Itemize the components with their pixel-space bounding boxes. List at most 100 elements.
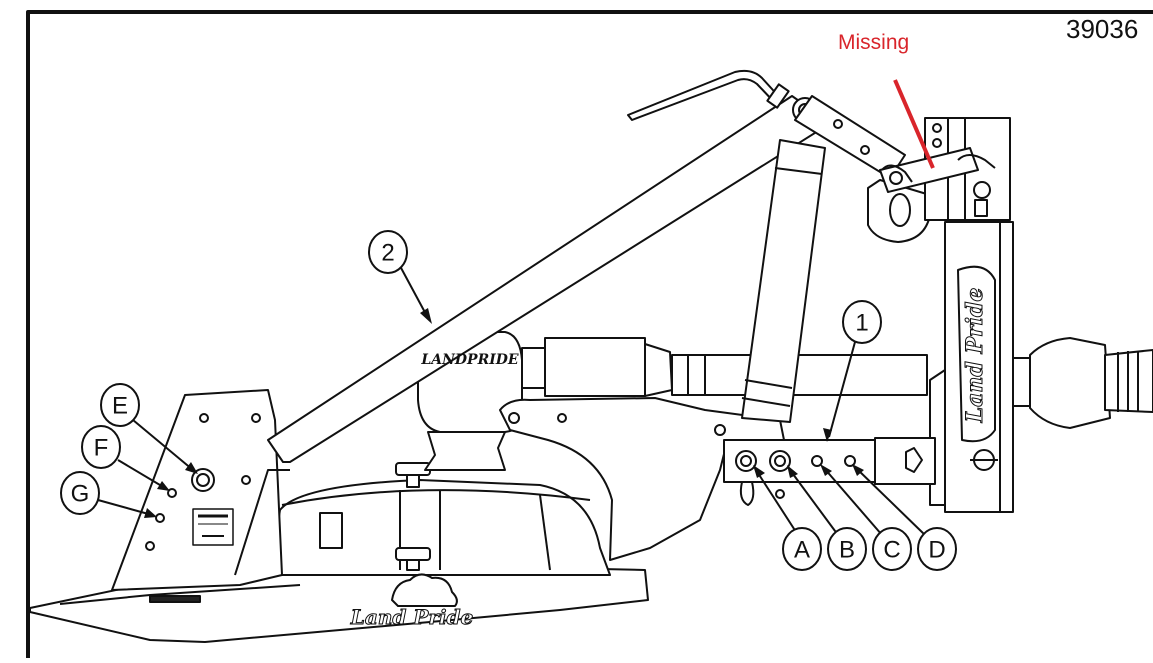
mast-hook-slot: [889, 193, 911, 227]
deck-dome-rim: [281, 489, 591, 506]
callout-g: G: [71, 481, 90, 508]
top-link-handle: [627, 69, 783, 121]
bracket-latch: [905, 447, 923, 473]
arrow-a: [753, 465, 765, 478]
bracket-hole-d: [844, 455, 856, 467]
callout-b: B: [839, 537, 855, 564]
deck-rib: [539, 494, 551, 571]
callout-labels: 2 1 E F G A B C D: [71, 240, 946, 564]
leader-a: [755, 469, 799, 536]
driveline-ribs: [687, 355, 706, 395]
callout-g-bubble: [60, 471, 100, 515]
link-pin: [889, 171, 903, 185]
missing-pointer-line: [893, 79, 935, 169]
plate-hole: [241, 475, 251, 485]
leader-e: [132, 419, 194, 471]
hitch-hole: [557, 413, 567, 423]
arrow-b: [787, 465, 798, 478]
leader-b: [789, 469, 839, 536]
plate-hole: [199, 413, 209, 423]
plate-hole-e-inner: [196, 473, 210, 487]
lift-strut: [741, 139, 826, 423]
callout-c: C: [883, 537, 900, 564]
leader-c: [823, 467, 883, 536]
missing-link-plate: [879, 147, 979, 193]
mast-hole: [932, 123, 942, 133]
arrow-one: [823, 428, 832, 442]
lift-strut-band: [744, 379, 793, 389]
pto-yoke: [1029, 337, 1111, 429]
callout-two-bubble: [368, 230, 408, 274]
callout-leaders: [97, 265, 926, 536]
arrow-c: [820, 464, 832, 476]
link-hole: [860, 145, 870, 155]
gearbox-neck: [424, 431, 506, 471]
arrow-d: [852, 464, 864, 476]
leader-one: [828, 341, 856, 438]
plate-hole: [145, 541, 155, 551]
callout-one: 1: [855, 310, 868, 337]
deck-decal: [319, 512, 343, 549]
mast-logo-panel: [957, 265, 996, 443]
plate-hole-g: [155, 513, 165, 523]
upper-link-bar: [794, 95, 906, 179]
callout-d: D: [928, 537, 945, 564]
hitch-hole: [508, 412, 520, 424]
mast-hole: [932, 138, 942, 148]
hitch-hole: [714, 424, 726, 436]
callout-f-bubble: [81, 425, 121, 469]
callout-e: E: [112, 393, 128, 420]
deck-knob: [395, 547, 431, 561]
arrow-e: [185, 462, 198, 474]
document-number: 39036: [1066, 14, 1139, 44]
mast-pin-clip: [974, 199, 988, 217]
leader-two: [399, 265, 429, 319]
leader-arrows: [144, 308, 864, 518]
deck-knob-stem: [406, 474, 420, 488]
leader-f: [117, 459, 166, 489]
driveline-cone: [644, 343, 673, 397]
leader-g: [97, 499, 153, 516]
driveline-tube: [671, 354, 928, 396]
leader-d: [855, 467, 926, 536]
mast-pin: [973, 181, 991, 199]
lynch-pin: [881, 164, 913, 183]
callout-a-bubble: [782, 527, 822, 571]
pto-spline-ribs: [1117, 351, 1139, 412]
bracket-hole-b-inner: [774, 455, 786, 467]
logo-labels: Land Pride LANDPRIDE Land Pride: [349, 287, 988, 629]
missing-annotation: Missing: [838, 31, 910, 54]
callout-f: F: [94, 435, 109, 462]
deck-logo-cloud: [391, 573, 458, 607]
lynch-pin: [957, 154, 996, 169]
mast-logo: Land Pride: [962, 288, 988, 424]
arrow-two: [420, 308, 432, 324]
arrow-f: [157, 481, 170, 491]
gearbox-logo: LANDPRIDE: [420, 352, 518, 368]
callout-b-bubble: [827, 527, 867, 571]
frame-border: [26, 10, 1153, 658]
callout-two: 2: [381, 240, 394, 267]
callout-d-bubble: [917, 527, 957, 571]
top-link-clip: [766, 83, 790, 109]
callout-one-bubble: [842, 300, 882, 344]
bracket-hole-a-inner: [740, 455, 752, 467]
callout-a: A: [794, 537, 810, 564]
bracket-hole-c: [811, 455, 823, 467]
callout-bubbles: [60, 230, 957, 571]
pto-coupler: [1012, 357, 1032, 407]
side-plate-edge: [234, 469, 290, 576]
hitch-plate: [499, 397, 786, 561]
plate-decal: [192, 508, 234, 546]
lift-strut-band: [741, 397, 791, 407]
plate-hole: [251, 413, 261, 423]
bracket-hole: [775, 489, 785, 499]
link-hole: [833, 119, 843, 129]
deck-slot: [149, 595, 201, 603]
arrow-g: [144, 508, 157, 518]
deck-knob-stem: [406, 559, 420, 571]
callout-e-bubble: [100, 383, 140, 427]
callout-c-bubble: [872, 527, 912, 571]
